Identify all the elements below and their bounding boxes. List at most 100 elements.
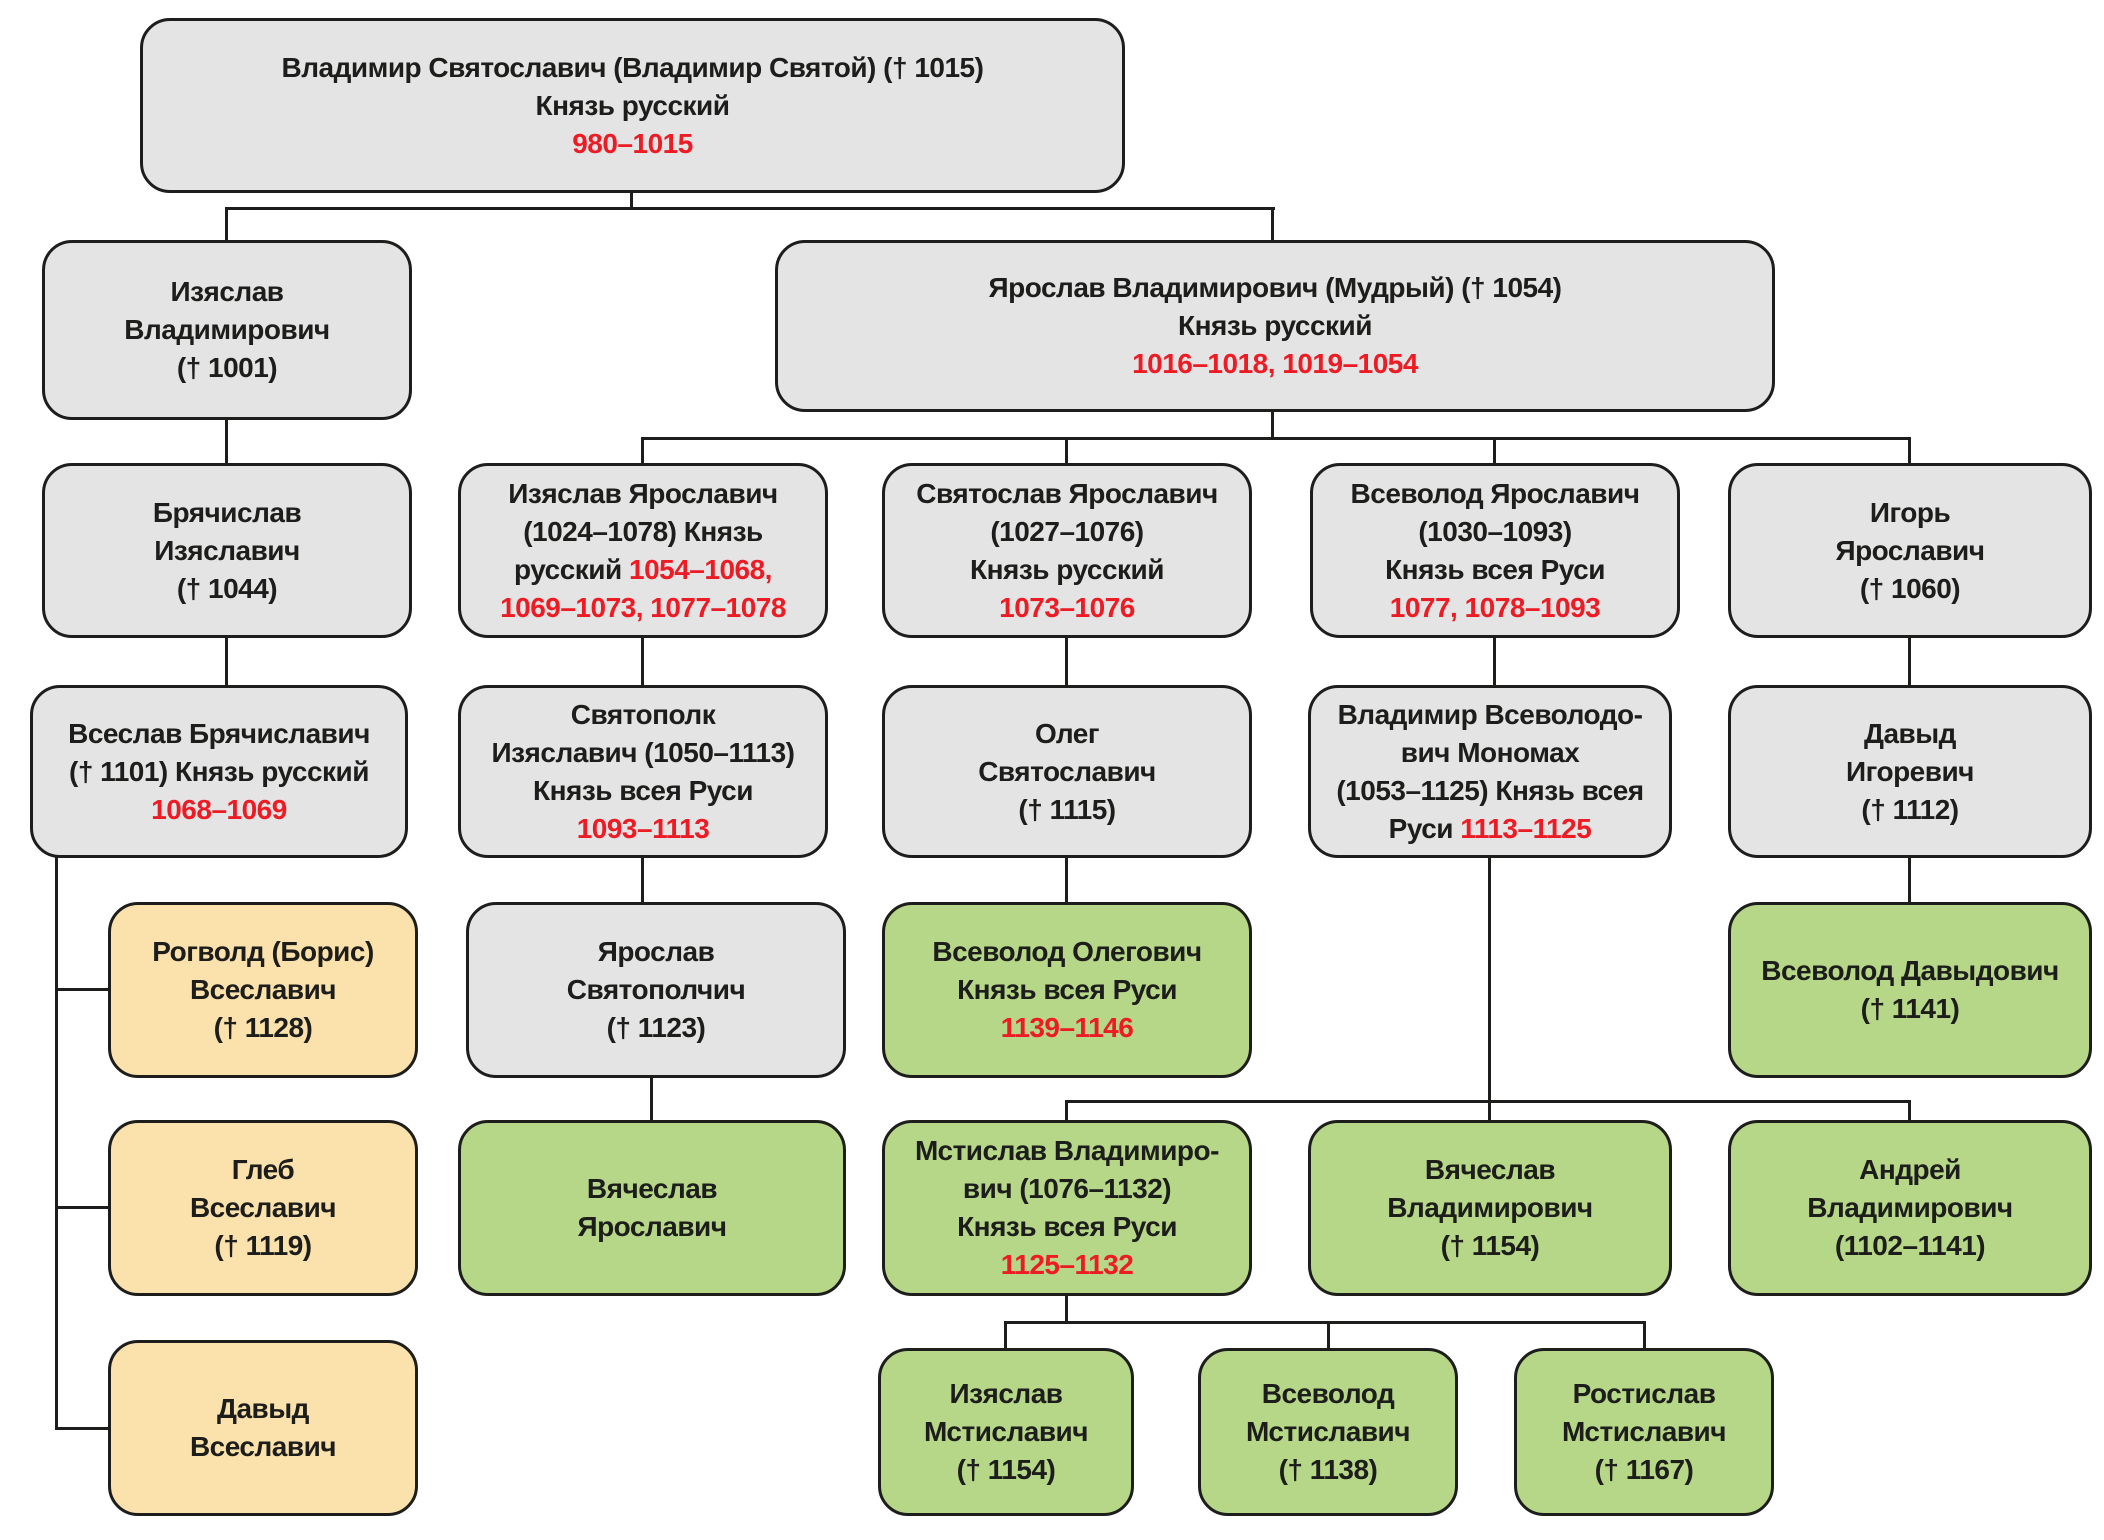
node-text: Святослав Ярославич (1027–1076) Князь ру… — [916, 475, 1218, 627]
node-text-main: Мстислав Владимиро- вич (1076–1132) Княз… — [915, 1135, 1219, 1242]
node-text: Всеслав Брячиславич († 1101) Князь русск… — [68, 715, 370, 829]
connector-line — [1493, 437, 1496, 463]
connector-line — [1643, 1321, 1646, 1348]
node-text-main: Давыд Всеславич — [189, 1393, 337, 1462]
node-text: Ростислав Мстиславич († 1167) — [1561, 1375, 1727, 1489]
node-text-main: Рогволд (Борис) Всеславич († 1128) — [152, 936, 374, 1043]
connector-line — [225, 420, 228, 463]
node-text-main: Вячеслав Владимирович († 1154) — [1387, 1154, 1593, 1261]
connector-line — [55, 1206, 108, 1209]
connector-line — [225, 207, 228, 240]
node-text-main: Вячеслав Ярославич — [577, 1173, 727, 1242]
node-rostislav-mstislavich: Ростислав Мстиславич († 1167) — [1514, 1348, 1774, 1516]
node-reign-years: 1139–1146 — [1000, 1012, 1134, 1043]
connector-line — [641, 858, 644, 902]
connector-line — [1908, 437, 1911, 463]
node-reign-years: 1073–1076 — [999, 591, 1135, 623]
node-text: Владимир Всеволодо- вич Мономах (1053–11… — [1336, 696, 1644, 848]
connector-line — [1908, 858, 1911, 902]
node-text: Вячеслав Ярославич — [577, 1170, 727, 1246]
node-text-main: Андрей Владимирович (1102–1141) — [1807, 1154, 2013, 1261]
connector-line — [1065, 437, 1068, 463]
connector-line — [225, 638, 228, 685]
node-reign-years: 1016–1018, 1019–1054 — [1132, 348, 1418, 379]
connector-line — [55, 988, 108, 991]
node-text: Всеволод Давыдович († 1141) — [1761, 952, 2059, 1028]
connector-line — [630, 193, 633, 210]
node-reign-years: 1113–1125 — [1460, 812, 1592, 844]
node-andrey-vladimirovich: Андрей Владимирович (1102–1141) — [1728, 1120, 2092, 1296]
connector-line — [55, 856, 58, 1430]
connector-line — [1004, 1321, 1646, 1324]
node-text: Изяслав Ярославич (1024–1078) Князь русс… — [500, 475, 786, 627]
node-izyaslav-vladimirovich: Изяслав Владимирович († 1001) — [42, 240, 412, 420]
node-text-main: Владимир Святославич (Владимир Святой) (… — [281, 51, 984, 121]
node-text-main: Всеволод Давыдович († 1141) — [1761, 955, 2059, 1024]
node-vseslav-bryachislavich: Всеслав Брячиславич († 1101) Князь русск… — [30, 685, 408, 858]
node-izyaslav-yaroslavich: Изяслав Ярославич (1024–1078) Князь русс… — [458, 463, 828, 638]
node-text-main: Изяслав Владимирович († 1001) — [124, 276, 330, 383]
node-igor-yaroslavich: Игорь Ярославич († 1060) — [1728, 463, 2092, 638]
node-izyaslav-mstislavich: Изяслав Мстиславич († 1154) — [878, 1348, 1134, 1516]
node-text-main: Всеволод Ярославич (1030–1093) Князь все… — [1350, 477, 1640, 585]
connector-line — [225, 207, 1275, 210]
node-vsevolod-yaroslavich: Всеволод Ярославич (1030–1093) Князь все… — [1310, 463, 1680, 638]
node-reign-years: 1125–1132 — [1000, 1249, 1134, 1280]
connector-line — [1065, 1296, 1068, 1324]
connector-line — [1004, 1321, 1007, 1348]
node-davyd-vseslavich: Давыд Всеславич — [108, 1340, 418, 1516]
node-svyatoslav-yaroslavich: Святослав Ярославич (1027–1076) Князь ру… — [882, 463, 1252, 638]
node-text-main: Ростислав Мстиславич († 1167) — [1561, 1378, 1727, 1485]
node-text: Вячеслав Владимирович († 1154) — [1387, 1151, 1593, 1265]
node-text-main: Святослав Ярославич (1027–1076) Князь ру… — [916, 477, 1218, 585]
connector-line — [55, 1427, 108, 1430]
node-text-main: Ярослав Святополчич († 1123) — [566, 936, 746, 1043]
node-davyd-igorevich: Давыд Игоревич († 1112) — [1728, 685, 2092, 858]
connector-line — [1065, 638, 1068, 685]
node-text-main: Игорь Ярославич († 1060) — [1835, 496, 1985, 604]
node-reign-years: 980–1015 — [572, 127, 693, 159]
node-text: Давыд Всеславич — [189, 1390, 337, 1466]
node-text-main: Изяслав Ярославич (1024–1078) Князь русс… — [508, 477, 778, 585]
node-yaroslav-svyatopolchich: Ярослав Святополчич († 1123) — [466, 902, 846, 1078]
node-vyacheslav-yaroslavich: Вячеслав Ярославич — [458, 1120, 846, 1296]
connector-line — [641, 638, 644, 685]
connector-line — [641, 437, 644, 463]
node-vladimir-monomakh: Владимир Всеволодо- вич Мономах (1053–11… — [1308, 685, 1672, 858]
node-vyacheslav-vladimirovich: Вячеслав Владимирович († 1154) — [1308, 1120, 1672, 1296]
node-text-main: Всеволод Олегович Князь всея Руси — [932, 936, 1202, 1005]
node-text-main: Святополк Изяславич (1050–1113) Князь вс… — [491, 698, 795, 806]
node-text: Владимир Святославич (Владимир Святой) (… — [282, 49, 984, 163]
node-text: Андрей Владимирович (1102–1141) — [1807, 1151, 2013, 1265]
node-text-main: Всеслав Брячиславич († 1101) Князь русск… — [68, 717, 370, 787]
node-text: Всеволод Ярославич (1030–1093) Князь все… — [1351, 475, 1640, 627]
node-vsevolod-davydovich: Всеволод Давыдович († 1141) — [1728, 902, 2092, 1078]
node-text: Всеволод Мстиславич († 1138) — [1246, 1375, 1411, 1489]
node-gleb-vseslavich: Глеб Всеславич († 1119) — [108, 1120, 418, 1296]
node-reign-years: 1077, 1078–1093 — [1389, 591, 1601, 623]
node-mstislav-vladimirovich: Мстислав Владимиро- вич (1076–1132) Княз… — [882, 1120, 1252, 1296]
connector-line — [1271, 412, 1274, 440]
node-text: Рогволд (Борис) Всеславич († 1128) — [152, 933, 374, 1047]
node-text-main: Владимир Всеволодо- вич Мономах (1053–11… — [1336, 698, 1644, 844]
connector-line — [1065, 1100, 1068, 1120]
connector-line — [1908, 1100, 1911, 1120]
node-text: Олег Святославич († 1115) — [978, 715, 1156, 829]
connector-line — [1065, 1100, 1911, 1103]
node-text: Мстислав Владимиро- вич (1076–1132) Княз… — [915, 1132, 1219, 1284]
node-text-main: Олег Святославич († 1115) — [978, 717, 1156, 825]
node-text: Брячислав Изяславич († 1044) — [153, 494, 302, 608]
node-bryachislav-izyaslavich: Брячислав Изяславич († 1044) — [42, 463, 412, 638]
node-reign-years: 1054–1068, 1069–1073, 1077–1078 — [500, 553, 786, 623]
node-text-main: Ярослав Владимирович (Мудрый) († 1054) К… — [988, 272, 1562, 341]
node-text: Ярослав Святополчич († 1123) — [566, 933, 746, 1047]
node-text: Игорь Ярославич († 1060) — [1835, 494, 1985, 608]
node-reign-years: 1068–1069 — [151, 793, 287, 825]
connector-line — [650, 1078, 653, 1120]
connector-line — [1493, 638, 1496, 685]
connector-line — [641, 437, 1911, 440]
node-text-main: Изяслав Мстиславич († 1154) — [923, 1378, 1089, 1485]
connector-line — [1908, 638, 1911, 685]
connector-line — [1488, 858, 1491, 1120]
